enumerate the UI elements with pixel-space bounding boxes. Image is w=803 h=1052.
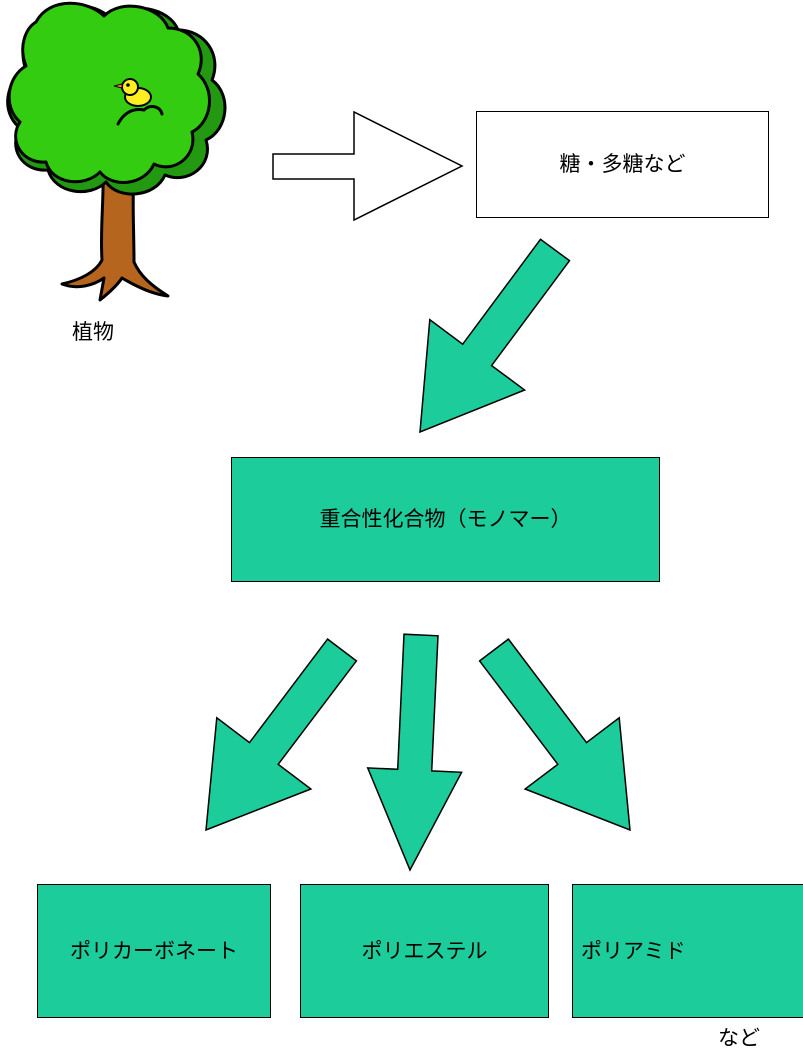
arrow-sugar-to-monomer <box>419 238 571 434</box>
product-box-polyester: ポリエステル <box>300 884 549 1018</box>
sugar-box-label: 糖・多糖など <box>559 152 686 177</box>
product-box-polyamide: ポリアミド <box>572 884 803 1018</box>
arrow-monomer-to-polyester <box>366 633 463 872</box>
product-box-polycarbonate: ポリカーボネート <box>37 884 271 1018</box>
product-label: ポリカーボネート <box>70 938 238 963</box>
arrow-plant-to-sugar <box>272 110 464 222</box>
monomer-box-label: 重合性化合物（モノマー） <box>319 507 572 532</box>
product-label: ポリエステル <box>361 938 488 963</box>
arrow-monomer-to-polycarbonate <box>205 638 358 832</box>
bird-icon <box>113 78 152 107</box>
product-label: ポリアミド <box>581 938 686 963</box>
plant-label: 植物 <box>72 320 114 344</box>
footnote-label: など <box>718 1026 760 1050</box>
monomer-box: 重合性化合物（モノマー） <box>231 457 660 582</box>
sugar-box: 糖・多糖など <box>476 111 769 218</box>
arrow-monomer-to-polyamide <box>478 638 631 832</box>
tree-icon <box>6 1 227 302</box>
